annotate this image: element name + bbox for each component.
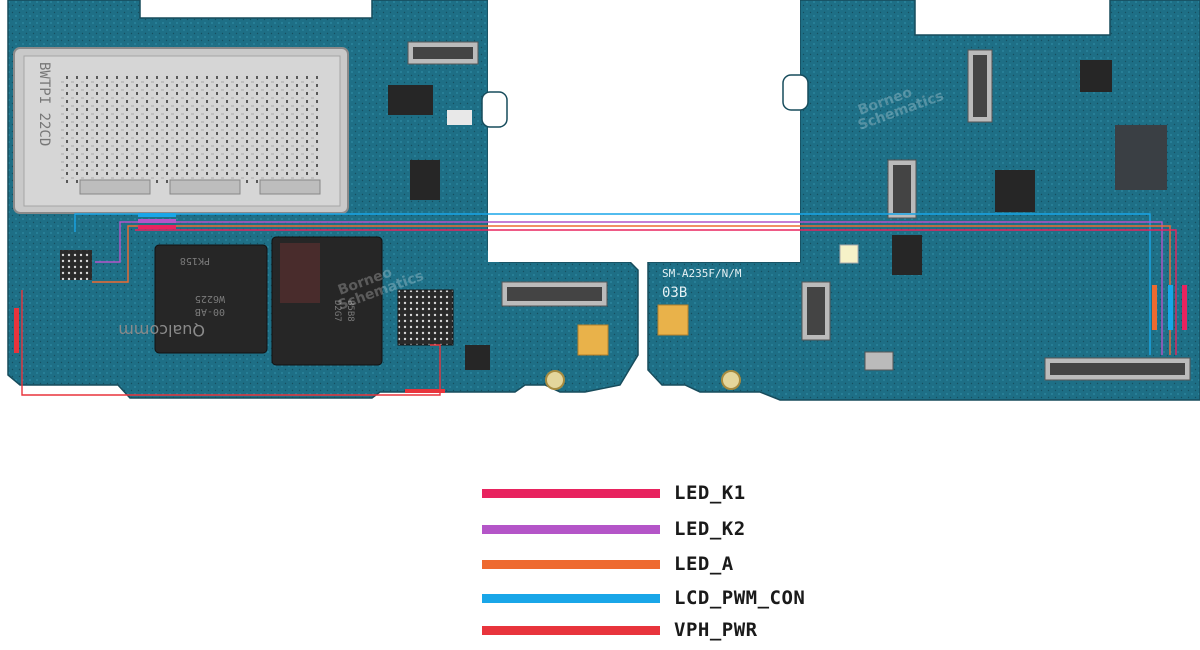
ic-small-2	[60, 250, 92, 280]
trace-pad-left	[14, 308, 19, 353]
mount-hole-left	[545, 370, 565, 390]
board-cutout	[488, 0, 800, 262]
legend-label: LCD_PWM_CON	[674, 587, 806, 609]
connectors	[407, 41, 1191, 381]
soc-mark-2: W6225	[195, 293, 225, 304]
legend-swatch	[482, 625, 660, 635]
trace-highlight-k1	[138, 225, 176, 229]
component-white	[447, 110, 472, 125]
pmic-chip	[397, 289, 454, 346]
legend-swatch	[482, 524, 660, 534]
flash-led	[839, 244, 859, 264]
ic-right-2	[1115, 125, 1167, 190]
legend-swatch	[482, 593, 660, 603]
sim-tray-text: BWTPI 22CD	[36, 62, 52, 146]
trace-highlight-k2	[138, 219, 176, 223]
legend-item-led-k2: LED_K2	[482, 514, 746, 544]
signal-traces	[14, 213, 1187, 396]
trace-led-k1	[135, 229, 1177, 355]
legend-label: VPH_PWR	[674, 619, 758, 641]
legend-label: LED_K1	[674, 482, 746, 504]
trace-vph-pwr	[21, 290, 441, 396]
ic-top-left	[388, 85, 433, 115]
silk-model-text: SM-A235F/N/M	[662, 267, 742, 280]
legend-item-led-k1: LED_K1	[482, 478, 746, 508]
soc-mark-3: 00-AB	[195, 306, 225, 317]
ic-right-4	[892, 235, 922, 275]
trace-pad-right-1	[1152, 285, 1157, 330]
memory-mark-2: B5B8	[345, 300, 355, 322]
silk-rev-text: 03B	[662, 285, 687, 301]
sim-card-connector: BWTPI 22CD	[13, 47, 349, 214]
legend-item-led-a: LED_A	[482, 549, 734, 579]
trace-pad-vph	[405, 389, 445, 393]
legend-label: LED_K2	[674, 518, 746, 540]
qr-code-left	[577, 324, 609, 356]
memory-mark-1: D2G7	[332, 300, 342, 322]
soc-brand-label: Qualcomm	[118, 321, 205, 340]
trace-highlight-lcd	[138, 213, 176, 217]
trace-pad-right-2	[1168, 285, 1173, 330]
legend-label: LED_A	[674, 553, 734, 575]
ic-right-3	[995, 170, 1035, 212]
trace-led-k2	[95, 221, 1163, 355]
legend-item-lcd-pwm-con: LCD_PWM_CON	[482, 583, 805, 613]
pcb-right-section	[647, 0, 1200, 401]
legend-swatch	[482, 559, 660, 569]
trace-lcd-pwm-con	[74, 213, 1151, 355]
trace-led-a	[92, 225, 1171, 355]
trace-pad-right-3	[1182, 285, 1187, 330]
legend-item-vph-pwr: VPH_PWR	[482, 615, 758, 645]
memory-chip: D2G7 B5B8	[271, 236, 383, 366]
legend-swatch	[482, 488, 660, 498]
qr-code-right	[657, 304, 689, 336]
ic-small-1	[410, 160, 440, 200]
pcb-board-diagram: BWTPI 22CD Qualcomm PK158 W6225 00-AB D2…	[7, 0, 1200, 401]
mount-hole-right	[721, 370, 741, 390]
soc-mark-1: PK158	[180, 255, 210, 266]
ic-small-3	[465, 345, 490, 370]
ic-right-1	[1080, 60, 1112, 92]
soc-chip: Qualcomm PK158 W6225 00-AB	[118, 244, 268, 354]
